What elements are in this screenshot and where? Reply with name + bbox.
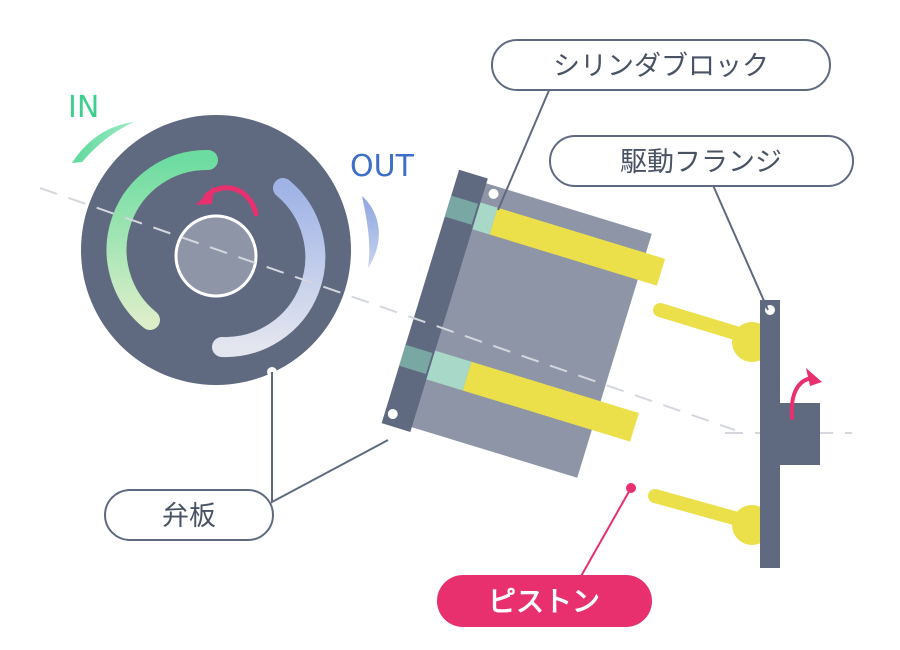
leader-drive-flange: [711, 182, 769, 311]
block-marker-dot: [488, 188, 499, 199]
piston-bore-top: [472, 202, 498, 235]
leader-valve-plate: [271, 372, 389, 504]
in-port-arc: [106, 149, 218, 330]
in-label: IN: [68, 90, 99, 125]
flange-plate: [760, 300, 780, 568]
in-flow-arrow-icon: [72, 122, 134, 163]
drive-shaft: [778, 403, 820, 465]
seal-top: [444, 195, 478, 225]
drive-flange: [760, 300, 822, 568]
out-flow-arrow-icon: [362, 196, 379, 268]
leader-piston: [579, 487, 632, 579]
leader-cylinder-block: [497, 87, 551, 211]
drive-flange-label: 駆動フランジ: [620, 147, 782, 178]
out-port-arc: [212, 178, 326, 358]
piston-top: [489, 207, 666, 286]
callout-cylinder-block: シリンダブロック: [491, 39, 831, 91]
callout-piston: ピストン: [437, 575, 652, 627]
callout-drive-flange: 駆動フランジ: [549, 135, 854, 187]
shaft-rotation-arrow-head-icon: [806, 368, 822, 386]
seal-bottom: [399, 344, 433, 374]
cylinder-block-label: シリンダブロック: [553, 51, 769, 82]
piston-bore-bottom: [426, 350, 472, 391]
callout-valve-plate: 弁板: [104, 489, 274, 541]
rotation-arrow-head-icon: [196, 186, 214, 205]
out-label: OUT: [350, 149, 415, 184]
shaft-hole: [174, 214, 258, 298]
cylinder-block-assembly: [381, 169, 666, 478]
piston-bottom: [462, 361, 639, 442]
piston-label: ピストン: [488, 585, 600, 618]
valve-plate-axis: [39, 187, 736, 431]
valve-plate-label: 弁板: [162, 501, 216, 532]
valve-plate-side-marker-dot: [387, 409, 398, 420]
